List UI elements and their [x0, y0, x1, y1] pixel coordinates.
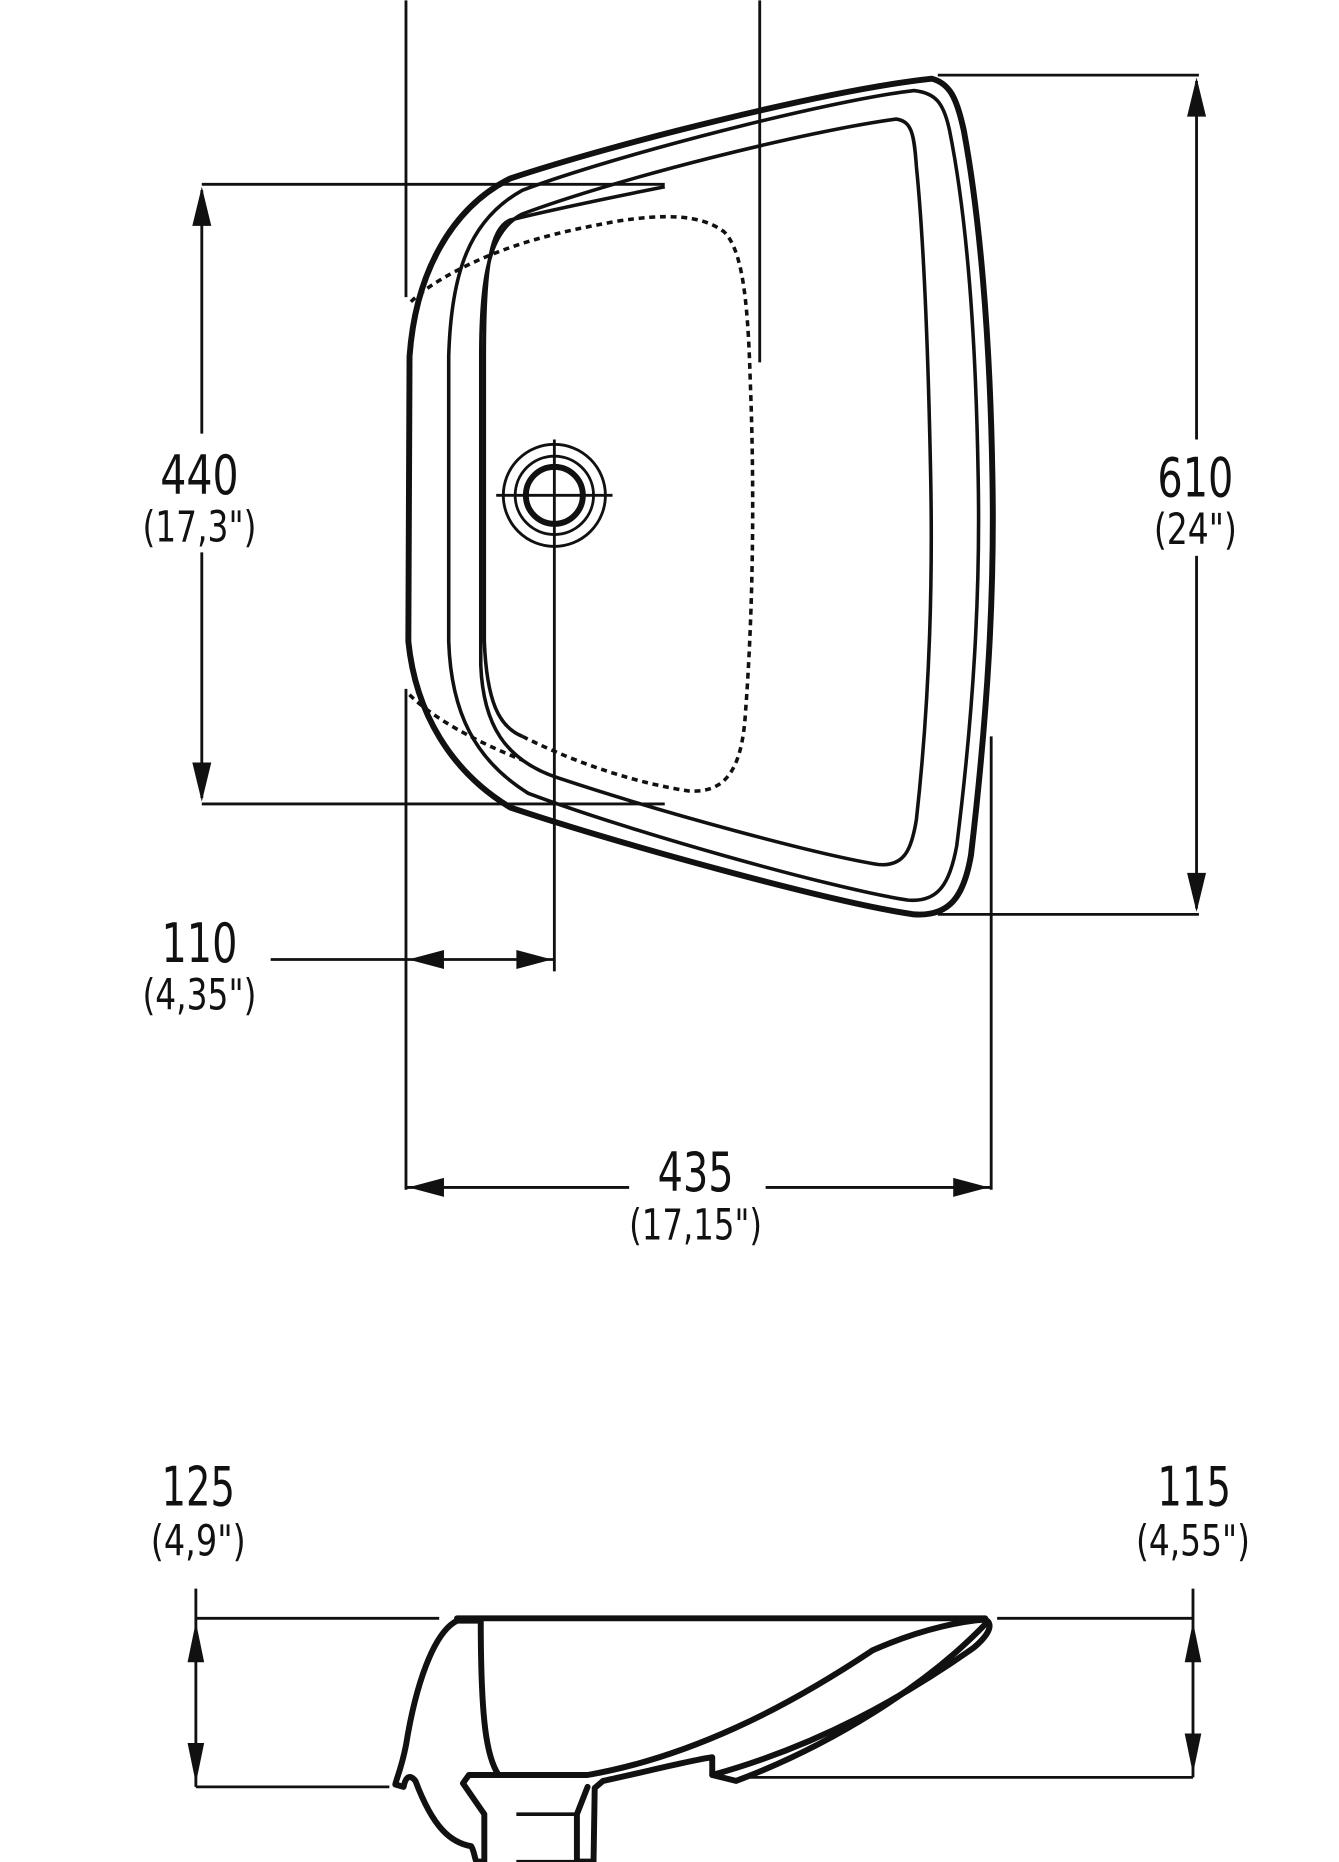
dimension-115: 115 (4,55")	[1136, 1455, 1250, 1778]
basin-outer-outline	[405, 75, 996, 918]
basin-rim-line	[446, 88, 981, 903]
drain	[496, 439, 613, 548]
basin-bowl-inner-solid	[482, 184, 666, 738]
dim-610-inch: (24")	[1154, 505, 1237, 555]
basin-bowl-inner-dashed-bottom	[408, 693, 523, 762]
dim-110-inch: (4,35")	[142, 970, 256, 1020]
dim-435-inch: (17,15")	[629, 1201, 762, 1251]
side-extension-lines	[195, 1616, 1193, 1789]
dim-125-mm: 125	[161, 1455, 235, 1519]
extension-lines	[201, 0, 1199, 1190]
top-view-basin	[405, 75, 996, 918]
dim-610-mm: 610	[1157, 446, 1233, 510]
dim-435-mm: 435	[658, 1140, 734, 1204]
dimension-110: 110 (4,35")	[142, 911, 555, 1020]
dimension-610: 610 (24")	[1154, 77, 1237, 913]
dimension-125: 125 (4,9")	[151, 1455, 246, 1787]
dim-115-mm: 115	[1157, 1455, 1231, 1519]
basin-bowl-outer	[478, 117, 934, 867]
side-view-basin	[392, 1615, 993, 1862]
dim-440-inch: (17,3")	[142, 503, 256, 553]
dim-110-mm: 110	[161, 911, 237, 975]
basin-bowl-inner-dashed	[408, 214, 755, 793]
side-view-bowl-curve	[495, 1616, 993, 1862]
dim-440-mm: 440	[160, 443, 238, 507]
dim-125-inch: (4,9")	[151, 1516, 246, 1566]
dim-115-inch: (4,55")	[1136, 1516, 1250, 1566]
dimension-440: 440 (17,3")	[142, 186, 256, 802]
side-view-outline	[392, 1617, 502, 1862]
dimension-435: 435 (17,15")	[405, 1140, 992, 1251]
